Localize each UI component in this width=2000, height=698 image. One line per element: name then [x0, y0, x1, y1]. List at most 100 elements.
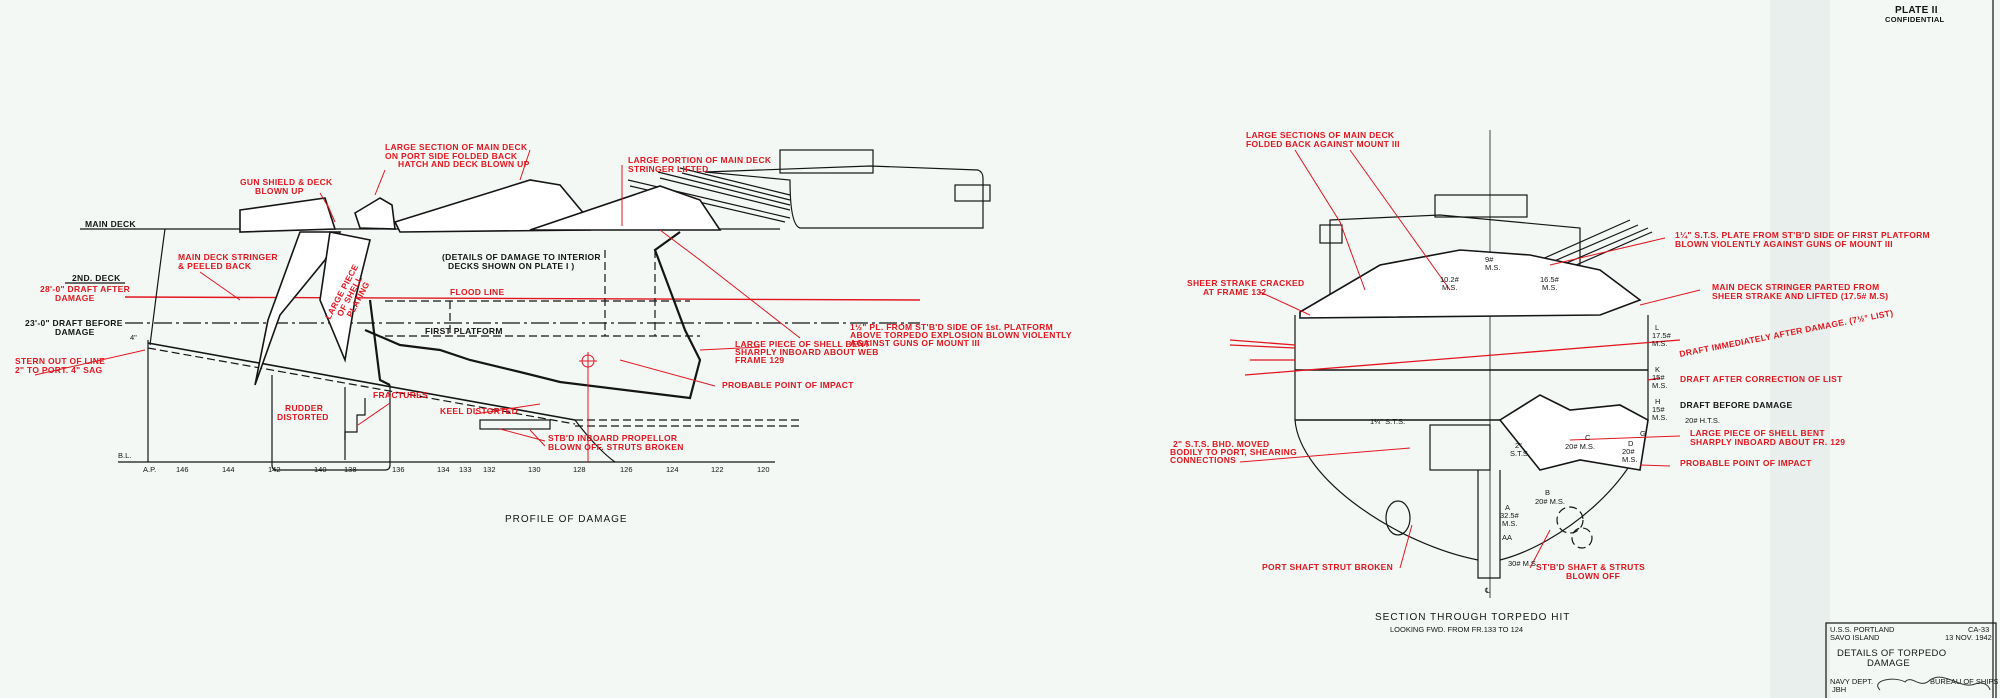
second-deck-label: 2ND. DECK	[72, 273, 121, 283]
callout-shell-bent-2: SHARPLY INBOARD ABOUT FR. 129	[1690, 437, 1845, 447]
gun-shield-wreck	[239, 197, 337, 233]
ship-name: U.S.S. PORTLAND	[1830, 625, 1895, 634]
mark-b: B	[1545, 488, 1550, 497]
frame-tick: 122	[711, 465, 724, 474]
hole-edge	[364, 231, 702, 400]
mark-h-3: M.S.	[1652, 413, 1667, 422]
frame-tick: 124	[666, 465, 679, 474]
callout-plate-blown-3: AGAINST GUNS OF MOUNT III	[850, 338, 980, 348]
classification: CONFIDENTIAL	[1885, 15, 1945, 24]
mark-a-2: 32.5#	[1500, 511, 1520, 520]
callout-stbd-shaft: ST'B'D SHAFT & STRUTS	[1536, 562, 1645, 572]
section-subtitle: LOOKING FWD. FROM FR.133 TO 124	[1390, 625, 1523, 634]
callout-leaders	[1239, 149, 1701, 569]
folded-deck-wreck	[1299, 249, 1642, 319]
mark-b-2: 20# M.S.	[1535, 497, 1565, 506]
mark-aa: AA	[1502, 533, 1512, 542]
callout-bhd-moved-2: BODILY TO PORT, SHEARING	[1170, 447, 1297, 457]
frame-tick: 146	[176, 465, 189, 474]
rudder-edge	[344, 398, 366, 440]
main-deck-label: MAIN DECK	[85, 219, 136, 229]
plate-marks: 1¼" S.T.S. 20# H.T.S. L 17.5# M.S. K 15#…	[1370, 255, 1720, 595]
profile-view: MAIN DECK 2ND. DECK FLOOD LINE FIRST PLA…	[15, 142, 1072, 525]
callout-sts-plate-2: BLOWN VIOLENTLY AGAINST GUNS OF MOUNT II…	[1675, 239, 1893, 249]
bulkhead-box	[1429, 424, 1491, 471]
frame-tick: A.P.	[143, 465, 156, 474]
section-title: SECTION THROUGH TORPEDO HIT	[1375, 612, 1570, 623]
gun-barrels	[627, 167, 791, 223]
hull-number: CA-33	[1968, 625, 1989, 634]
callout-stringer-lifted: LARGE PORTION OF MAIN DECK	[628, 155, 772, 165]
mark-bhd-2: S.T.S.	[1510, 449, 1530, 458]
flood-line	[124, 296, 921, 301]
mark-d-2: 20#	[1622, 447, 1635, 456]
callout-stringer-peeled: MAIN DECK STRINGER	[178, 252, 278, 262]
location: SAVO ISLAND	[1830, 633, 1880, 642]
mark-k-2: 15#	[1652, 373, 1665, 382]
callout-gun-shield: GUN SHIELD & DECK	[240, 177, 333, 187]
frame-tick: 142	[268, 465, 281, 474]
drawing-title-2: DAMAGE	[1867, 658, 1910, 669]
callout-leaders	[34, 149, 801, 447]
callout-stringer-lifted-2: STRINGER LIFTED	[628, 164, 709, 174]
callout-rudder-2: DISTORTED	[277, 412, 329, 422]
frame-tick: 133	[459, 465, 472, 474]
turret-rangefinder	[779, 149, 874, 174]
propellor-outline	[479, 419, 551, 430]
mark-c-2: 20# M.S.	[1565, 442, 1595, 451]
mark-a: A	[1505, 503, 1510, 512]
callout-propellor: STB'D INBOARD PROPELLOR	[548, 433, 677, 443]
title-block: U.S.S. PORTLAND CA-33 SAVO ISLAND 13 NOV…	[1825, 622, 1998, 698]
callout-fractures: FRACTURES	[373, 390, 428, 400]
mark-d-3: M.S.	[1622, 455, 1637, 464]
mark-keel-plate: 30# M.S.	[1508, 559, 1538, 568]
impact-wreck	[1498, 394, 1649, 471]
callout-sheer-strake: SHEER STRAKE CRACKED	[1187, 278, 1304, 288]
mark-l-3: M.S.	[1652, 339, 1667, 348]
impact-crosshair	[579, 352, 597, 462]
mark-deck3-2: M.S.	[1542, 283, 1557, 292]
callout-propellor-2: BLOWN OFF. STRUTS BROKEN	[548, 442, 684, 452]
mark-l: L	[1655, 323, 1659, 332]
flood-line-label: FLOOD LINE	[450, 287, 504, 297]
interior-note: (DETAILS OF DAMAGE TO INTERIOR	[442, 252, 601, 262]
callout-stbd-shaft-2: BLOWN OFF	[1566, 571, 1620, 581]
callout-rudder: RUDDER	[285, 403, 323, 413]
callout-gun-shield-2: BLOWN UP	[255, 186, 304, 196]
mark-d: D	[1628, 439, 1634, 448]
mount-wreck	[529, 185, 722, 231]
callout-impact: PROBABLE POINT OF IMPACT	[1680, 458, 1812, 468]
frame-tick: 126	[620, 465, 633, 474]
callout-stringer-parted: MAIN DECK STRINGER PARTED FROM	[1712, 282, 1880, 292]
gun-barrels	[1539, 219, 1653, 273]
turret-rangefinder	[1434, 194, 1528, 218]
paper-shade	[1770, 0, 1830, 698]
hole-edge-aft	[368, 299, 391, 386]
navy-dept: NAVY DEPT.	[1830, 677, 1873, 686]
drawing-title: DETAILS OF TORPEDO	[1837, 648, 1946, 659]
frame-tick: 132	[483, 465, 496, 474]
initials: JBH	[1832, 685, 1846, 694]
stbd-shaft-2	[1571, 527, 1593, 549]
callout-shell-bent: LARGE PIECE OF SHELL BENT	[735, 339, 870, 349]
callout-shell-bent: LARGE PIECE OF SHELL BENT	[1690, 428, 1825, 438]
frame-tick: 144	[222, 465, 235, 474]
mark-deck3: 16.5#	[1540, 275, 1560, 284]
callout-sheer-strake-2: AT FRAME 132	[1203, 287, 1266, 297]
centerline-mark: ℄	[1484, 586, 1491, 595]
callout-main-deck-folded: LARGE SECTION OF MAIN DECK	[385, 142, 528, 152]
mark-c: C	[1585, 433, 1591, 442]
mark-k-3: M.S.	[1652, 381, 1667, 390]
mark-deck2-2: M.S.	[1442, 283, 1457, 292]
callout-sts-plate: 1¼" S.T.S. PLATE FROM ST'B'D SIDE OF FIR…	[1675, 230, 1930, 240]
mark-sts-deck: 1¼" S.T.S.	[1370, 417, 1405, 426]
mark-a-3: M.S.	[1502, 519, 1517, 528]
callout-stringer-peeled-2: & PEELED BACK	[178, 261, 252, 271]
hatch-wreck	[354, 197, 396, 230]
shaft-line	[575, 419, 800, 427]
mark-bhd: 2"	[1515, 441, 1522, 450]
mark-hts: 20# H.T.S.	[1685, 416, 1720, 425]
baseline-label: B.L.	[118, 451, 131, 460]
frame-tick: 138	[344, 465, 357, 474]
